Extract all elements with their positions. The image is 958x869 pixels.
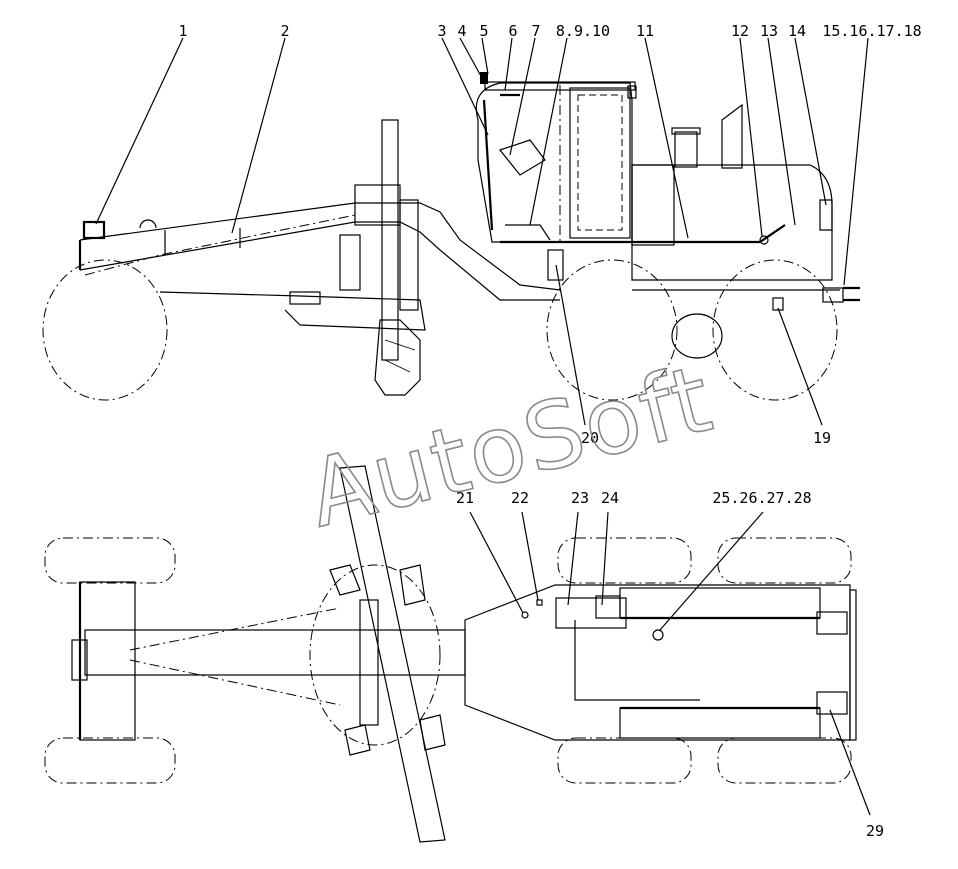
- label-21: 21: [456, 489, 474, 507]
- circle-drive: [289, 291, 321, 305]
- harness-connector: [759, 235, 769, 245]
- moldboard-top: [339, 465, 446, 843]
- label-7: 7: [531, 22, 540, 40]
- moldboard-cylinder-4: [419, 714, 446, 751]
- label-5: 5: [479, 22, 488, 40]
- battery-box: [547, 249, 564, 281]
- side-view: [42, 72, 860, 401]
- label-4: 4: [457, 22, 466, 40]
- lift-bracket: [354, 184, 401, 226]
- circle-cross-beam: [359, 599, 379, 726]
- engine-side-top: [619, 587, 821, 619]
- side-view-label-group: 1 2 3 4 5 6 7 8.9.10 11 12 13 14 15.16.1…: [178, 22, 921, 447]
- top-view-label-group: 21 22 23 24 25.26.27.28 29: [456, 489, 884, 840]
- moldboard-cylinder-2: [399, 564, 426, 606]
- label-12: 12: [731, 22, 749, 40]
- top-view: [44, 465, 857, 843]
- label-11: 11: [636, 22, 654, 40]
- watermark-text: AutoSoft: [298, 345, 723, 548]
- cab-wire-front: [482, 99, 494, 231]
- rear-lamp-top-right: [816, 691, 848, 715]
- control-box-top: [595, 595, 621, 619]
- top-rear-wheel-3: [557, 737, 692, 784]
- lift-cylinder: [339, 234, 361, 291]
- rear-lamp: [822, 287, 844, 303]
- top-lamp-22: [536, 599, 543, 606]
- label-15-16-17-18: 15.16.17.18: [822, 22, 921, 40]
- side-view-leaders: [95, 37, 869, 426]
- label-13: 13: [760, 22, 778, 40]
- air-intake: [674, 131, 698, 168]
- label-25-26-27-28: 25.26.27.28: [712, 489, 811, 507]
- blade-lift-mast: [381, 119, 399, 361]
- label-6: 6: [508, 22, 517, 40]
- label-19: 19: [813, 429, 831, 447]
- steering-column: [498, 139, 546, 176]
- label-20: 20: [581, 429, 599, 447]
- tandem-hub: [671, 313, 723, 359]
- side-panel: [631, 164, 675, 246]
- label-3: 3: [437, 22, 446, 40]
- label-29: 29: [866, 822, 884, 840]
- front-lamp-bracket: [139, 219, 157, 229]
- label-24: 24: [601, 489, 619, 507]
- harness-branch: [759, 224, 786, 243]
- cab-block-top: [555, 597, 627, 629]
- engine-side-bottom: [619, 707, 821, 739]
- cab-door-window: [577, 94, 623, 231]
- label-14: 14: [788, 22, 806, 40]
- rear-wheel-1: [546, 259, 678, 401]
- label-1: 1: [178, 22, 187, 40]
- lift-cylinder-2: [399, 199, 419, 311]
- rear-lamp-top-left: [816, 611, 848, 635]
- top-rear-wheel-1: [557, 537, 692, 584]
- top-lamp-21: [521, 611, 529, 619]
- circle-drawbar: [159, 291, 426, 331]
- frame-dash: [84, 214, 356, 276]
- engine-hood: [631, 164, 833, 281]
- rear-lamp-box: [819, 199, 833, 231]
- drawbar-top: [129, 607, 341, 706]
- rear-cab-lamp: [627, 85, 637, 99]
- moldboard-detail: [384, 339, 416, 373]
- top-front-wheel-left: [44, 537, 176, 584]
- front-bumper-top: [71, 639, 88, 681]
- beacon-lamp: [480, 72, 488, 84]
- label-22: 22: [511, 489, 529, 507]
- label-8-9-10: 8.9.10: [556, 22, 610, 40]
- rear-wheel-2: [712, 259, 838, 401]
- rear-bumper-top: [849, 589, 857, 741]
- rear-sensor: [772, 297, 784, 311]
- label-23: 23: [571, 489, 589, 507]
- circle-top: [309, 564, 441, 746]
- cab-door: [569, 87, 631, 239]
- front-lamp: [82, 220, 106, 240]
- cab: [475, 82, 633, 243]
- top-rear-wheel-2: [717, 537, 852, 584]
- label-2: 2: [280, 22, 289, 40]
- air-intake-cap: [671, 127, 701, 135]
- top-harness-3: [574, 620, 700, 701]
- front-axle: [79, 581, 136, 741]
- top-front-wheel-right: [44, 737, 176, 784]
- rear-body-top: [464, 584, 851, 741]
- moldboard-cylinder-1: [329, 564, 361, 596]
- top-view-leaders: [469, 511, 871, 816]
- moldboard: [374, 319, 421, 396]
- cab-floor-panel: [505, 224, 551, 241]
- top-rear-wheel-4: [717, 737, 852, 784]
- exhaust-stack: [721, 103, 743, 169]
- moldboard-cylinder-3: [344, 724, 371, 756]
- front-wheel: [42, 259, 168, 401]
- center-connector: [652, 629, 664, 641]
